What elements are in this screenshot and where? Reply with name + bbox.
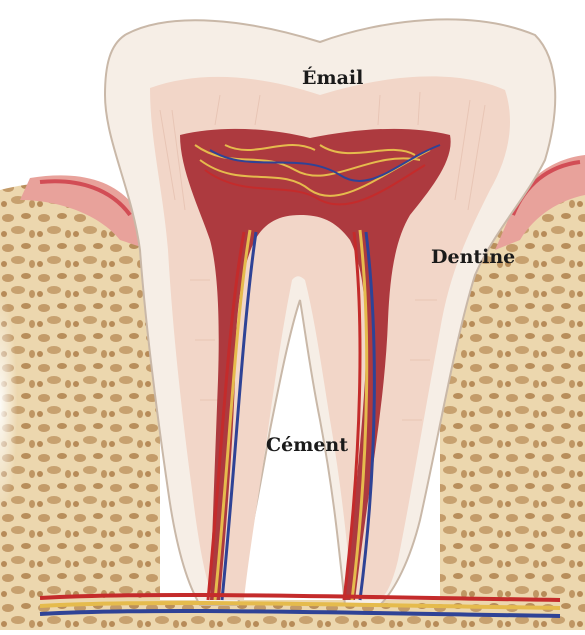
label-enamel: Émail — [302, 67, 363, 89]
label-dentin: Dentine — [431, 246, 515, 268]
label-cementum: Cément — [266, 434, 348, 456]
